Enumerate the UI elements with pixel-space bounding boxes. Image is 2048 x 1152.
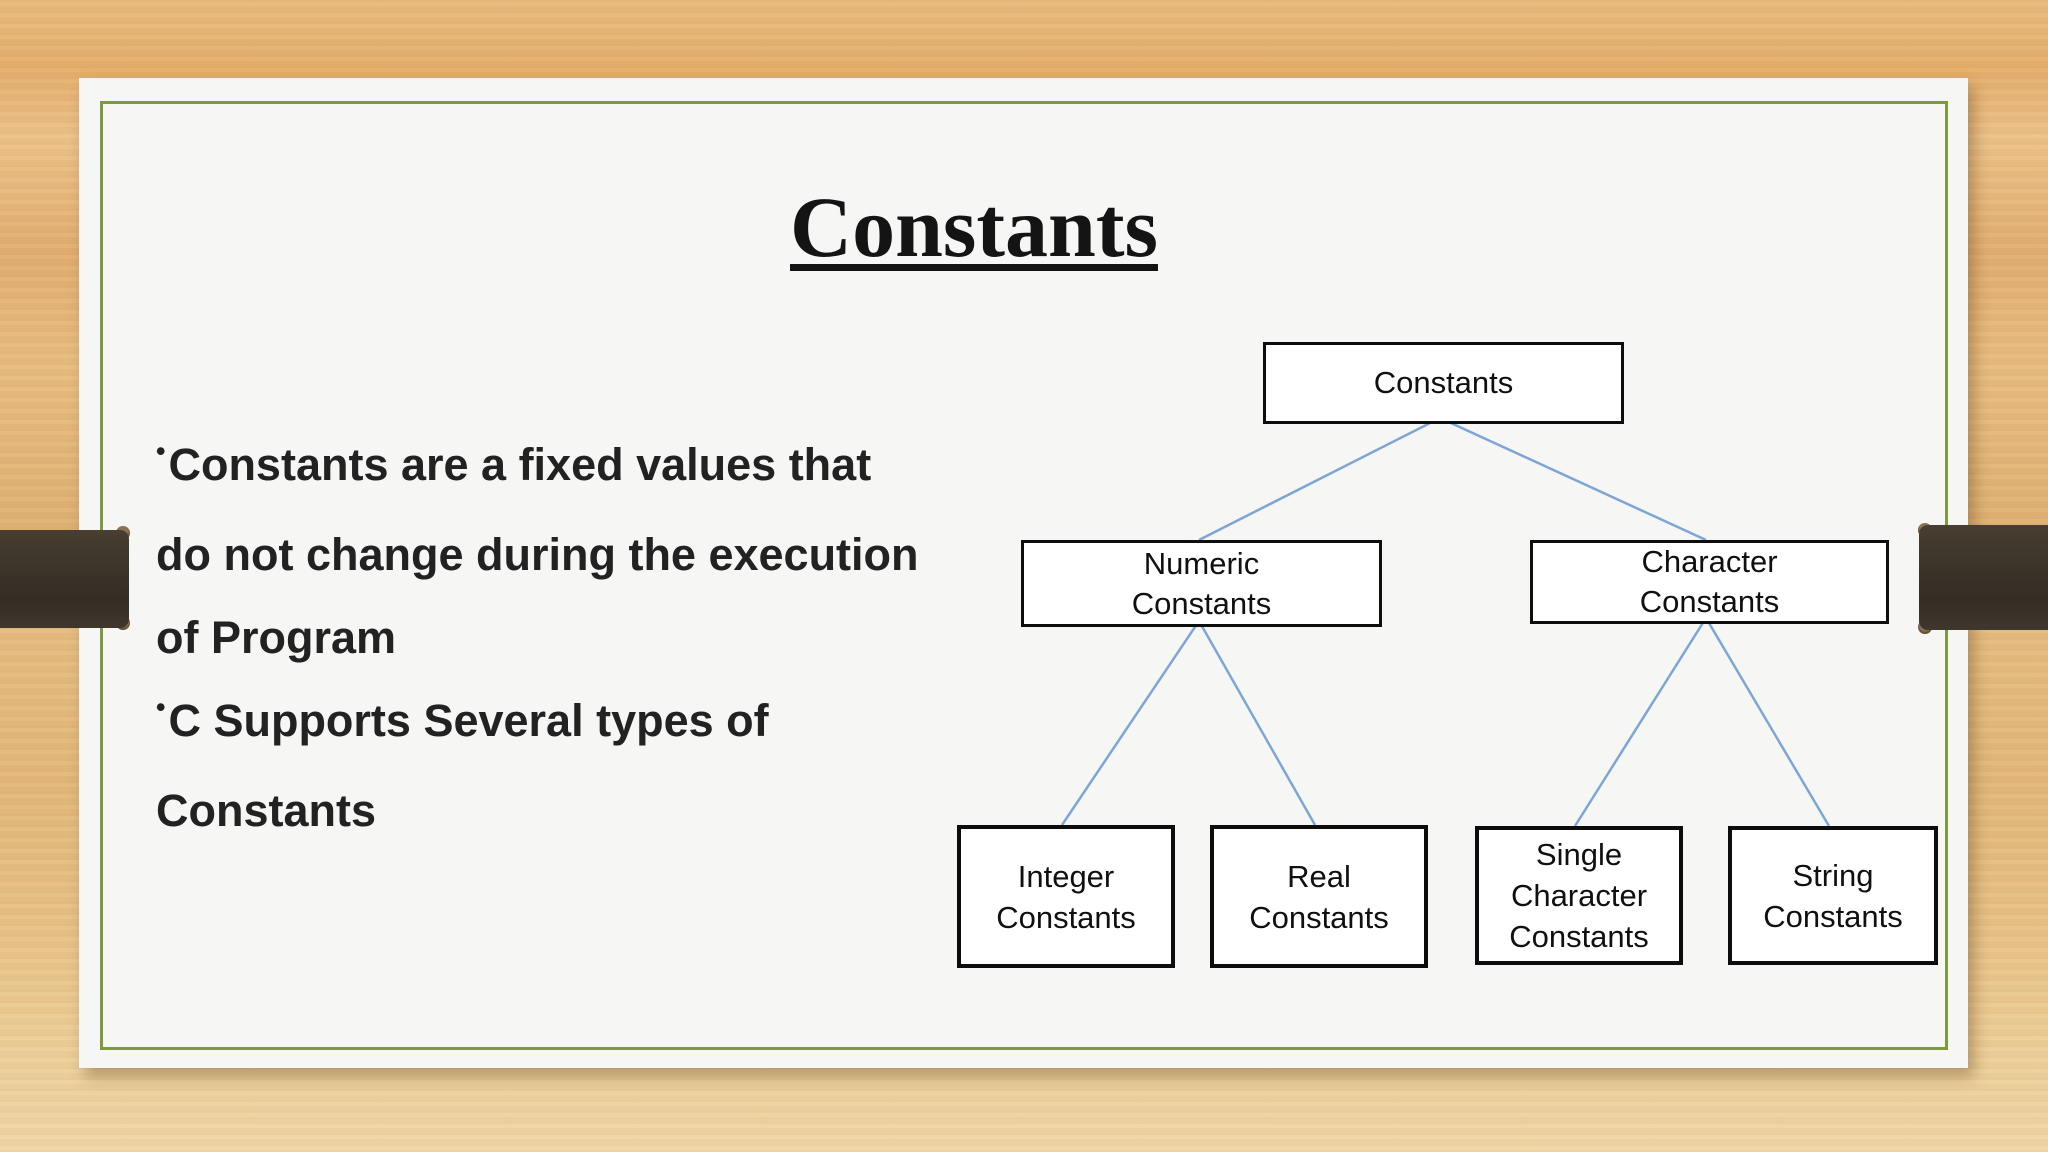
node-numeric-constants: Numeric Constants [1021,540,1382,627]
bullet-line: of Program [156,612,397,663]
bullet-line: •Constants are a fixed values that [156,423,1096,513]
node-label-line: Numeric [1143,545,1260,581]
connector-line [1573,617,1708,827]
node-label-line: Constants [1509,919,1649,954]
connector-line [1197,620,1317,826]
bullet-text: Constants are a fixed values that [168,439,872,490]
node-single-character-constants: Single Character Constants [1475,826,1683,965]
node-label-line: Constants [1639,584,1780,619]
connector-line [1704,617,1831,827]
node-label-line: Character [1510,878,1648,913]
node-label-line: Real [1287,858,1351,894]
node-label-line: Constants [1131,585,1272,621]
node-real-constants: Real Constants [1210,825,1428,968]
node-label-line: Constants [1249,899,1389,935]
right-strap [1919,525,2048,630]
node-constants-root: Constants [1263,342,1624,424]
bullet-line: •C Supports Several types of [156,679,1096,769]
connector-line [1439,416,1707,542]
node-label-line: Constants [1763,898,1903,934]
bullet-icon: • [156,692,166,722]
connector-line [1060,620,1201,826]
left-strap [0,530,129,628]
bullet-line: do not change during the execution [156,529,919,580]
connector-line [1198,416,1441,542]
constants-tree-diagram: Constants Numeric Constants Character Co… [79,78,1968,1068]
bullet-line: Constants [156,785,377,836]
connector-lines [1060,416,1831,827]
slide-title: Constants [790,179,1158,275]
slide: Constants •Constants are a fixed values … [79,78,1968,1068]
bullet-text-block: •Constants are a fixed values that do no… [156,423,1096,852]
node-integer-constants: Integer Constants [957,825,1175,968]
node-label-line: String [1792,857,1874,893]
node-label-line: Constants [996,899,1136,935]
node-character-constants: Character Constants [1530,540,1889,624]
node-label-line: Single [1535,837,1623,872]
bullet-icon: • [156,436,166,466]
node-label-line: Constants [1373,365,1514,400]
node-label-line: Integer [1017,858,1115,894]
node-label-line: Character [1641,544,1778,579]
node-string-constants: String Constants [1728,826,1938,965]
bullet-text: C Supports Several types of [168,695,769,746]
